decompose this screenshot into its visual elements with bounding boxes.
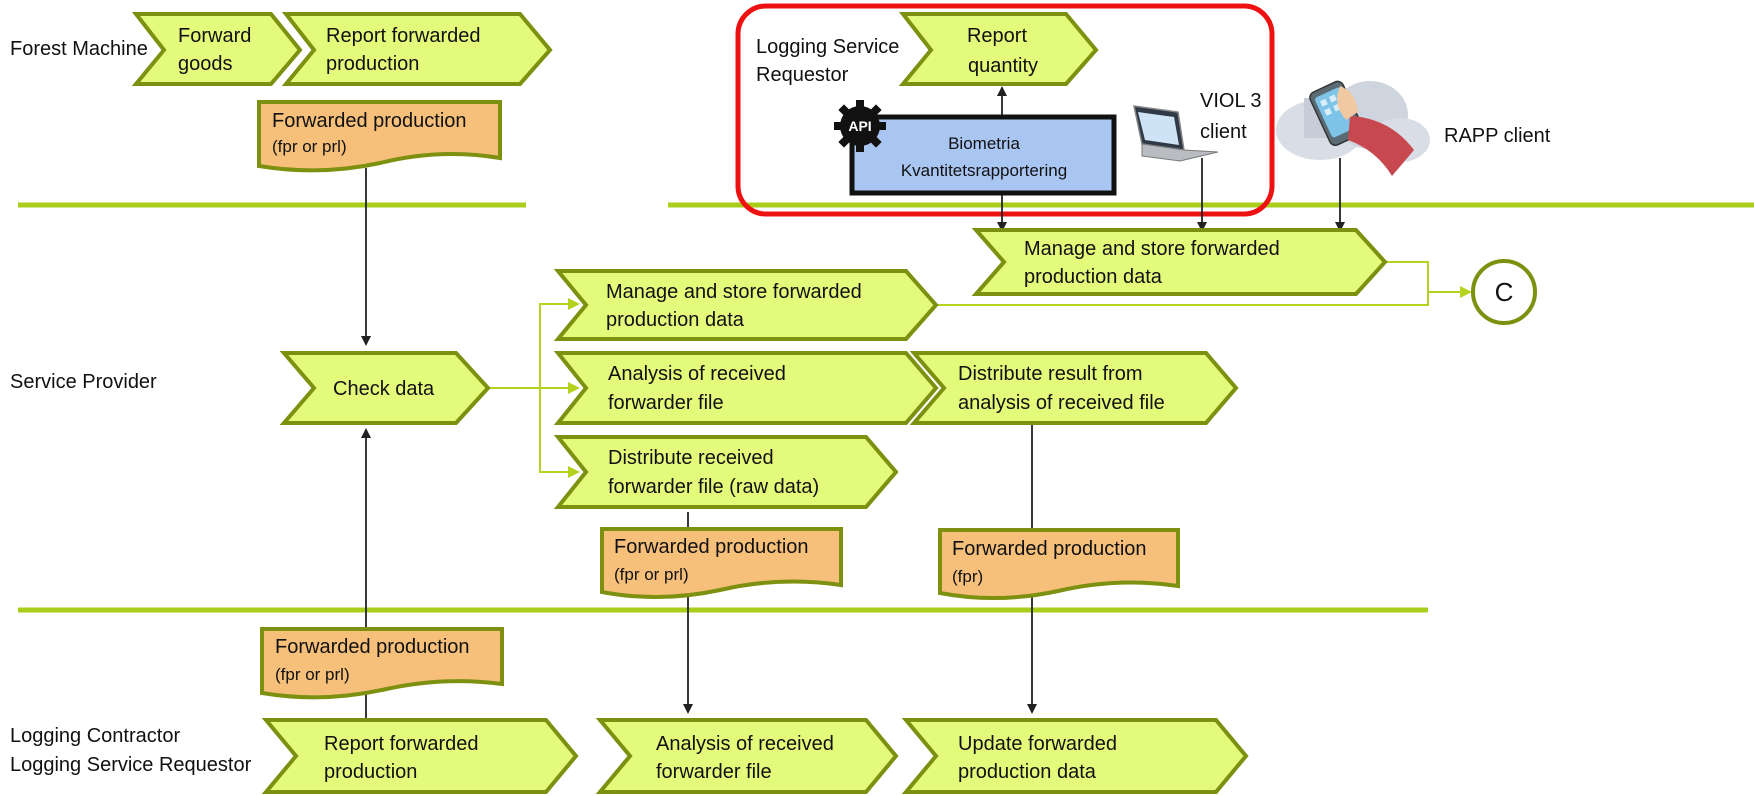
- function-manage-store-right-line1: Manage and store forwarded: [1024, 238, 1280, 260]
- system-biometria: Biometria Kvantitetsrapportering: [849, 114, 1117, 196]
- function-manage-store-forwarded-left: Manage and store forwarded production da…: [553, 269, 939, 341]
- function-report-forwarded-production-bottom: Report forwarded production: [261, 718, 579, 794]
- function-check-data-label: Check data: [333, 378, 435, 400]
- function-distribute-raw-line1: Distribute received: [608, 447, 774, 469]
- function-analysis-received-file-bottom: Analysis of received forwarder file: [595, 718, 899, 794]
- lane-label-logging-contractor: Logging Contractor: [10, 725, 180, 747]
- function-update-forwarded-production: Update forwarded production data: [901, 718, 1249, 794]
- flow-connector: [490, 298, 580, 389]
- function-forward-goods: Forward goods: [131, 12, 303, 86]
- function-manage-store-forwarded-right: Manage and store forwarded production da…: [971, 228, 1388, 296]
- document-top-sub: (fpr or prl): [272, 137, 347, 156]
- function-report-bottom-line1: Report forwarded: [324, 733, 479, 755]
- document-mid-right-title: Forwarded production: [952, 538, 1147, 560]
- function-report-quantity-line2: quantity: [968, 55, 1038, 77]
- function-analysis-received-file: Analysis of received forwarder file: [553, 351, 939, 425]
- lane-label-logging-service-requestor: Logging Service Requestor: [10, 754, 252, 776]
- lane-label-forest-machine: Forest Machine: [10, 38, 148, 60]
- system-biometria-line2: Kvantitetsrapportering: [901, 161, 1067, 180]
- function-analysis-received-line2: forwarder file: [608, 392, 724, 414]
- function-report-quantity: Report quantity: [898, 12, 1099, 86]
- document-bottom-sub: (fpr or prl): [275, 665, 350, 684]
- document-forwarded-production-top: Forwarded production (fpr or prl): [257, 100, 502, 173]
- lane-label-service-provider: Service Provider: [10, 371, 157, 393]
- document-mid-left-sub: (fpr or prl): [614, 565, 689, 584]
- function-distribute-result: Distribute result from analysis of recei…: [909, 351, 1239, 425]
- system-viol3-line2: client: [1200, 121, 1247, 143]
- api-gear-icon: API: [834, 100, 886, 152]
- cloud-phone-icon: [1276, 80, 1430, 176]
- function-check-data: Check data: [279, 351, 491, 425]
- flow-connector: [936, 286, 1472, 306]
- document-forwarded-production-bottom: Forwarded production (fpr or prl): [260, 627, 504, 700]
- document-mid-right-sub: (fpr): [952, 567, 983, 586]
- function-report-bottom-line2: production: [324, 761, 417, 783]
- highlight-box: [735, 3, 1275, 217]
- laptop-icon: [1133, 105, 1219, 162]
- flow-connector: [1384, 261, 1466, 293]
- function-report-forwarded-production-line2: production: [326, 53, 419, 75]
- function-update-line2: production data: [958, 761, 1097, 783]
- function-distribute-result-line1: Distribute result from: [958, 363, 1143, 385]
- document-top-title: Forwarded production: [272, 110, 467, 132]
- function-manage-store-left-line1: Manage and store forwarded: [606, 281, 862, 303]
- function-report-forwarded-production: Report forwarded production: [281, 12, 553, 86]
- function-analysis-bottom-line2: forwarder file: [656, 761, 772, 783]
- function-analysis-received-line1: Analysis of received: [608, 363, 786, 385]
- document-mid-left-title: Forwarded production: [614, 536, 809, 558]
- connector-c-label: C: [1495, 277, 1514, 307]
- function-forward-goods-line1: Forward: [178, 25, 251, 47]
- system-viol3-line1: VIOL 3: [1200, 90, 1262, 112]
- function-manage-store-left-line2: production data: [606, 309, 745, 331]
- function-forward-goods-line2: goods: [178, 53, 233, 75]
- document-forwarded-production-mid-left: Forwarded production (fpr or prl): [600, 527, 843, 600]
- function-distribute-result-line2: analysis of received file: [958, 392, 1165, 414]
- system-rapp-label: RAPP client: [1444, 125, 1551, 147]
- system-logging-service-requestor-line2: Requestor: [756, 64, 849, 86]
- function-distribute-received-raw: Distribute received forwarder file (raw …: [553, 435, 899, 509]
- document-bottom-title: Forwarded production: [275, 636, 470, 658]
- connector-c: C: [1471, 259, 1537, 325]
- function-distribute-raw-line2: forwarder file (raw data): [608, 476, 819, 498]
- function-report-forwarded-production-line1: Report forwarded: [326, 25, 481, 47]
- document-forwarded-production-mid-right: Forwarded production (fpr): [938, 528, 1180, 601]
- function-update-line1: Update forwarded: [958, 733, 1117, 755]
- system-biometria-line1: Biometria: [948, 134, 1020, 153]
- api-badge-label: API: [848, 118, 871, 134]
- function-manage-store-right-line2: production data: [1024, 266, 1163, 288]
- function-analysis-bottom-line1: Analysis of received: [656, 733, 834, 755]
- flow-connector: [539, 388, 580, 478]
- system-logging-service-requestor-line1: Logging Service: [756, 36, 899, 58]
- function-report-quantity-line1: Report: [967, 25, 1027, 47]
